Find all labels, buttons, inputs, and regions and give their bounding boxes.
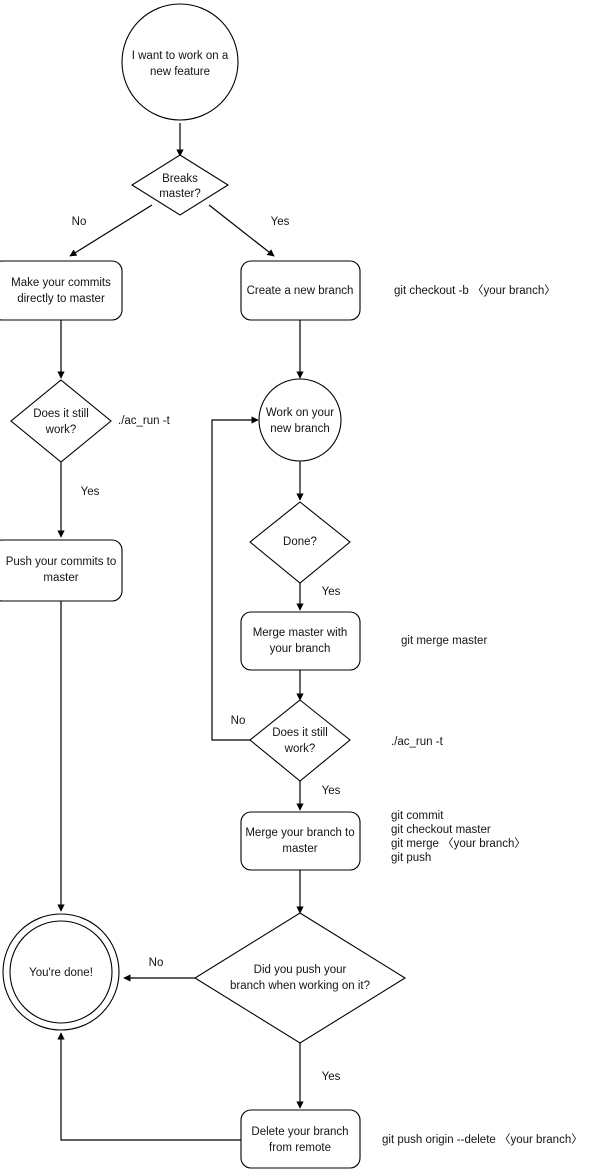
node-work-on-new-branch[interactable]	[258, 378, 342, 462]
node-delete-branch-line2: from remote	[269, 1142, 331, 1154]
node-make-commits-directly[interactable]	[0, 260, 123, 321]
node-right-does-it-still-work[interactable]	[249, 699, 351, 782]
node-left-still-work-line1: Does it still	[33, 408, 89, 420]
node-youre-done-inner	[9, 920, 113, 1024]
node-merge-master-with-branch[interactable]	[240, 611, 361, 671]
node-make-commits-line1: Make your commits	[11, 277, 111, 289]
node-push-your-commits[interactable]	[0, 539, 123, 602]
annotation-merge-branch-cmd-1: git commit	[391, 810, 444, 822]
edge-label-done-yes: Yes	[322, 586, 341, 598]
node-push-commits-line2: master	[43, 572, 78, 584]
node-left-still-work-line2: work?	[45, 424, 77, 436]
node-start-line2: new feature	[150, 66, 210, 78]
node-delete-branch-line1: Delete your branch	[251, 1126, 348, 1138]
node-work-branch-line1: Work on your	[266, 407, 334, 419]
node-push-commits-line1: Push your commits to	[6, 556, 117, 568]
annotation-merge-branch-cmd-2: git checkout master	[391, 824, 491, 836]
edge-still-work-no-loopback	[211, 416, 259, 741]
node-right-still-work-line2: work?	[284, 743, 316, 755]
annotation-right-test-cmd: ./ac_run -t	[391, 736, 444, 748]
node-did-push-line1: Did you push your	[254, 964, 347, 976]
edge-label-breaks-yes: Yes	[271, 216, 290, 228]
node-breaks-master[interactable]	[130, 154, 230, 216]
node-did-push-line2: branch when working on it?	[230, 980, 370, 992]
node-start-line1: I want to work on a	[132, 50, 229, 62]
node-merge-your-branch-to-master[interactable]	[240, 811, 361, 871]
annotation-merge-master-cmd: git merge master	[401, 635, 487, 647]
edge-breaks-master-no	[69, 204, 153, 257]
node-right-still-work-line1: Does it still	[272, 727, 328, 739]
node-delete-branch-from-remote[interactable]	[240, 1109, 361, 1169]
node-youre-done-label: You're done!	[29, 967, 93, 979]
node-merge-master-line2: your branch	[270, 643, 331, 655]
node-done-question[interactable]	[249, 501, 351, 584]
node-create-branch-line1: Create a new branch	[247, 285, 354, 297]
node-work-branch-line2: new branch	[270, 423, 329, 435]
edge-label-breaks-no: No	[72, 216, 87, 228]
node-start[interactable]	[121, 3, 239, 121]
node-did-you-push-branch[interactable]	[193, 912, 407, 1044]
node-create-new-branch[interactable]	[240, 260, 361, 321]
node-make-commits-line2: directly to master	[17, 293, 105, 305]
node-merge-branch-line2: master	[282, 843, 317, 855]
annotation-create-branch-cmd: git checkout -b 〈your branch〉	[394, 284, 556, 297]
node-merge-master-line1: Merge master with	[253, 627, 348, 639]
node-breaks-master-line2: master?	[159, 188, 201, 200]
edge-label-did-push-no: No	[149, 957, 164, 969]
annotation-delete-branch-cmd: git push origin --delete 〈your branch〉	[382, 1133, 583, 1146]
edge-label-right-work-no: No	[231, 715, 246, 727]
annotation-left-test-cmd: ./ac_run -t	[118, 415, 171, 427]
edge-label-left-work-yes: Yes	[81, 486, 100, 498]
edge-delete-branch-to-done	[57, 1032, 241, 1141]
annotation-merge-branch-cmd-3: git merge 〈your branch〉	[391, 837, 526, 850]
node-merge-branch-line1: Merge your branch to	[245, 827, 354, 839]
edge-breaks-master-yes	[208, 204, 275, 257]
edge-label-did-push-yes: Yes	[322, 1071, 341, 1083]
annotation-merge-branch-cmd-4: git push	[391, 852, 431, 864]
node-left-does-it-still-work[interactable]	[10, 379, 112, 463]
edge-label-right-work-yes: Yes	[322, 785, 341, 797]
node-done-question-line1: Done?	[283, 536, 317, 548]
node-breaks-master-line1: Breaks	[162, 173, 198, 185]
